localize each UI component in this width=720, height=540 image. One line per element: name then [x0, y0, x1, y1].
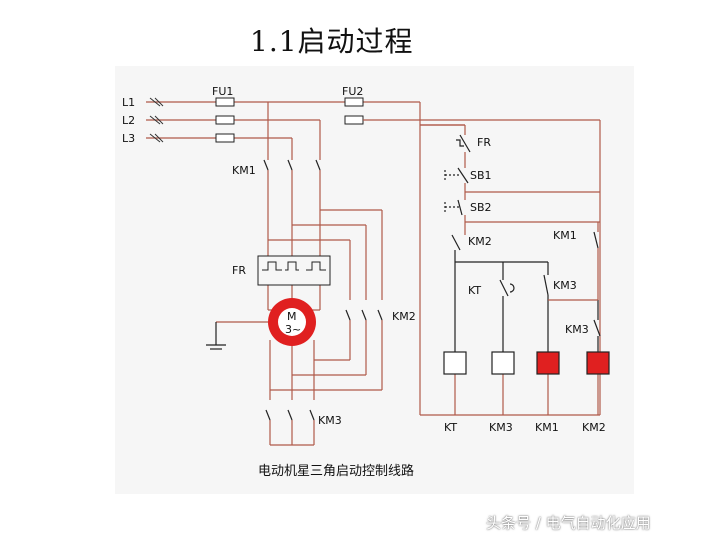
label-km3-nc: KM3	[565, 323, 589, 336]
coil-kt	[443, 351, 467, 375]
label-km3-main: KM3	[318, 414, 342, 427]
slide-title: 1.1启动过程	[250, 25, 414, 58]
fr-heater	[257, 255, 331, 286]
label-coil-kt: KT	[444, 421, 457, 434]
km3-nc-contact	[593, 319, 601, 337]
watermark: 头条号 / 电气自动化应用	[486, 514, 651, 532]
label-km1-aux: KM1	[553, 229, 577, 242]
main-circuit	[267, 102, 383, 446]
label-fu2: FU2	[342, 85, 363, 98]
label-km3-aux: KM3	[553, 279, 577, 292]
label-sb1: SB1	[470, 169, 492, 182]
main-switch	[149, 97, 164, 143]
coil-km2	[586, 351, 610, 375]
label-l2: L2	[122, 114, 135, 127]
label-km2-nc: KM2	[468, 235, 492, 248]
label-km2-main: KM2	[392, 310, 416, 323]
kt-contact	[499, 279, 515, 297]
label-motor-m: M	[287, 310, 297, 323]
km1-main-contacts	[263, 159, 321, 171]
coil-km1	[536, 351, 560, 375]
km2-main-contacts	[345, 309, 383, 321]
fr-contact	[456, 134, 471, 153]
diagram-background	[115, 66, 634, 494]
motor	[268, 298, 316, 346]
label-motor-3: 3~	[285, 323, 301, 336]
km3-aux-contact	[543, 274, 549, 296]
label-coil-km3: KM3	[489, 421, 513, 434]
label-coil-km1: KM1	[535, 421, 559, 434]
control-circuit	[419, 124, 600, 415]
label-fr-contact: FR	[477, 136, 491, 149]
sb2-button	[444, 199, 463, 216]
coil-km3	[491, 351, 515, 375]
label-sb2: SB2	[470, 201, 492, 214]
label-coil-km2: KM2	[582, 421, 606, 434]
label-l1: L1	[122, 96, 135, 109]
label-fr-heater: FR	[232, 264, 246, 277]
km3-main-contacts	[265, 409, 315, 421]
km1-aux-contact	[593, 231, 599, 249]
fuse-fu2	[344, 97, 364, 125]
label-kt-contact: KT	[468, 284, 481, 297]
km2-nc-contact	[451, 234, 461, 251]
label-km1-main: KM1	[232, 164, 256, 177]
fuse-fu1	[215, 97, 235, 143]
control-black	[454, 250, 599, 352]
sb1-button	[444, 167, 469, 184]
label-l3: L3	[122, 132, 135, 145]
ground-symbol	[206, 321, 268, 350]
diagram-caption: 电动机星三角启动控制线路	[258, 463, 414, 479]
label-fu1: FU1	[212, 85, 233, 98]
